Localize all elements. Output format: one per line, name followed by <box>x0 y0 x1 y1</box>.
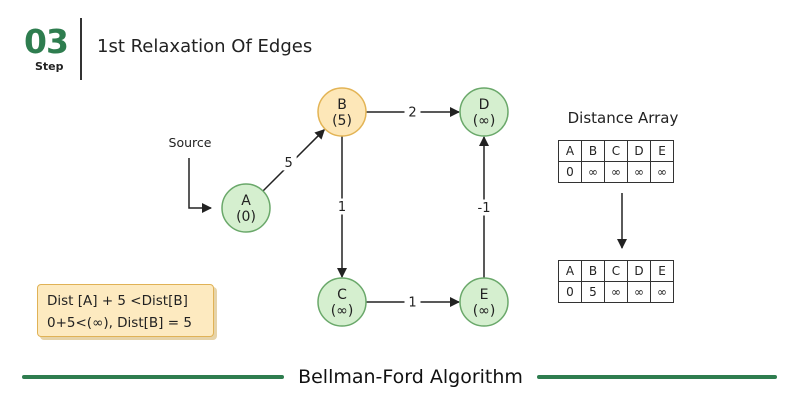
table-cell: 0 <box>558 161 582 183</box>
edge-weight-label: 1 <box>338 200 346 215</box>
node-circle <box>317 87 367 137</box>
edge-weight-label: 2 <box>408 106 416 121</box>
node-c: C(∞) <box>317 277 367 327</box>
table-cell: ∞ <box>581 161 605 183</box>
footer-title: Bellman-Ford Algorithm <box>298 366 523 388</box>
table-cell: ∞ <box>650 161 674 183</box>
node-e: E(∞) <box>459 277 509 327</box>
node-circle <box>459 87 509 137</box>
table-header-row: A B C D E <box>558 140 674 162</box>
table-header-cell: C <box>604 260 628 282</box>
note-line-1: Dist [A] + 5 <Dist[B] <box>47 293 188 309</box>
table-header-cell: B <box>581 140 605 162</box>
distance-table-before: A B C D E 0 ∞ ∞ ∞ ∞ <box>558 140 674 183</box>
table-cell: ∞ <box>604 161 628 183</box>
step-title: 1st Relaxation Of Edges <box>97 36 313 57</box>
table-header-cell: A <box>558 140 582 162</box>
edge-weight-bg <box>334 198 350 215</box>
table-header-cell: E <box>650 140 674 162</box>
table-cell: ∞ <box>604 281 628 303</box>
table-header-row: A B C D E <box>558 260 674 282</box>
table-row: 0 5 ∞ ∞ ∞ <box>558 281 674 303</box>
edge-weight-label: -1 <box>478 201 491 216</box>
node-name: B <box>337 97 347 113</box>
edge-weight-label: 5 <box>285 156 293 171</box>
table-row: 0 ∞ ∞ ∞ ∞ <box>558 161 674 183</box>
edge-weight-bg <box>280 154 297 171</box>
source-arrow <box>188 158 212 213</box>
table-header-cell: C <box>604 140 628 162</box>
table-header-cell: A <box>558 260 582 282</box>
table-cell: 5 <box>581 281 605 303</box>
edge-weight-bg <box>476 199 492 216</box>
node-distance: (∞) <box>473 113 496 129</box>
table-cell: ∞ <box>627 281 651 303</box>
edge-weight-bg <box>404 104 421 120</box>
node-circle <box>221 183 271 233</box>
header-divider <box>80 18 82 80</box>
node-name: E <box>480 287 489 303</box>
footer-rule-right <box>537 375 777 379</box>
table-header-cell: D <box>627 140 651 162</box>
node-distance: (0) <box>236 209 256 225</box>
table-header-cell: B <box>581 260 605 282</box>
table-header-cell: D <box>627 260 651 282</box>
node-name: D <box>479 97 490 113</box>
edge-weight-bg <box>404 294 421 310</box>
distance-table-after: A B C D E 0 5 ∞ ∞ ∞ <box>558 260 674 303</box>
node-b: B(5) <box>317 87 367 137</box>
node-circle <box>459 277 509 327</box>
table-cell: ∞ <box>650 281 674 303</box>
source-label: Source <box>169 135 212 150</box>
footer-rule-left <box>22 375 284 379</box>
table-header-cell: E <box>650 260 674 282</box>
node-distance: (∞) <box>473 303 496 319</box>
relaxation-note: Dist [A] + 5 <Dist[B] 0+5<(∞), Dist[B] =… <box>37 284 214 337</box>
distance-array-title: Distance Array <box>567 109 679 127</box>
table-cell: ∞ <box>627 161 651 183</box>
table-cell: 0 <box>558 281 582 303</box>
node-distance: (5) <box>332 113 352 129</box>
node-name: A <box>241 193 251 209</box>
node-a: A(0) <box>221 183 271 233</box>
node-circle <box>317 277 367 327</box>
node-distance: (∞) <box>331 303 354 319</box>
step-number: 03 <box>24 22 69 61</box>
step-label: Step <box>35 60 64 73</box>
note-line-2: 0+5<(∞), Dist[B] = 5 <box>47 315 192 331</box>
edge-weight-label: 1 <box>408 296 416 311</box>
node-name: C <box>337 287 347 303</box>
node-d: D(∞) <box>459 87 509 137</box>
